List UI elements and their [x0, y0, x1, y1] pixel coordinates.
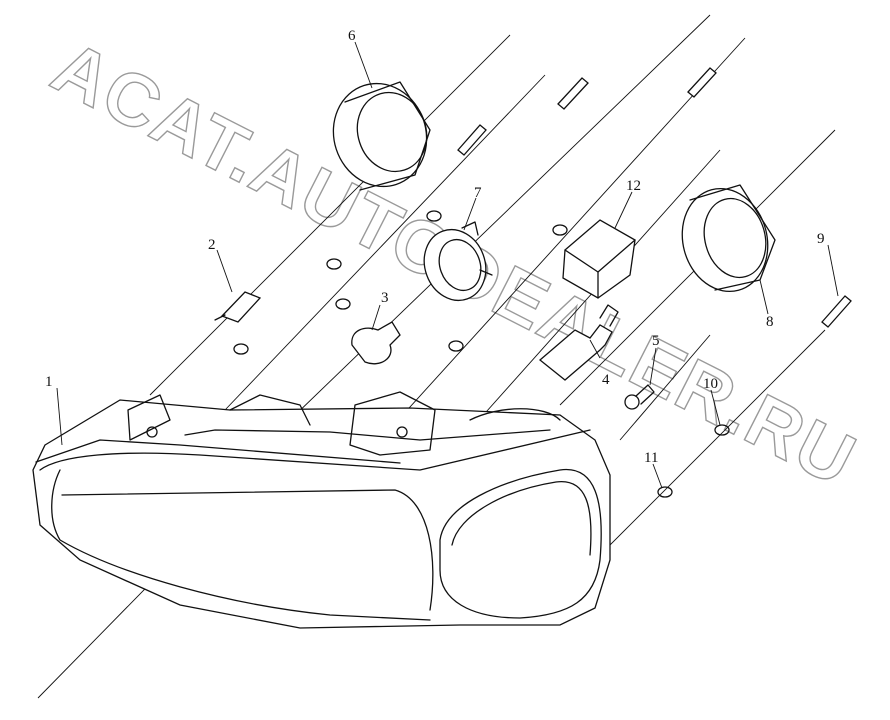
bulb-holder-ring: [423, 221, 493, 302]
main-bulb: [538, 304, 619, 381]
relay-box: [562, 219, 636, 299]
callout-8: 8: [766, 314, 774, 330]
callout-leaders: [56, 41, 839, 489]
callout-11: 11: [644, 450, 658, 466]
callout-2: 2: [208, 237, 216, 253]
connector: [214, 291, 262, 323]
side-bulb: [351, 321, 401, 365]
callout-12: 12: [626, 178, 641, 194]
callout-6: 6: [348, 28, 356, 44]
washers: [233, 210, 730, 498]
callouts: 1 2 3 4 5 6 7 8 9 10 11 12: [45, 28, 825, 466]
sealing-ring-upper: [332, 81, 431, 191]
callout-1: 1: [45, 374, 53, 390]
callout-7: 7: [474, 185, 482, 201]
callout-9: 9: [817, 231, 825, 247]
position-bulb: [624, 384, 655, 410]
headlamp-housing: [32, 391, 611, 629]
callout-4: 4: [602, 372, 610, 388]
screws: [457, 67, 852, 328]
callout-3: 3: [381, 290, 389, 306]
sealing-ring-right: [681, 184, 776, 293]
callout-10: 10: [703, 376, 718, 392]
callout-5: 5: [652, 333, 660, 349]
